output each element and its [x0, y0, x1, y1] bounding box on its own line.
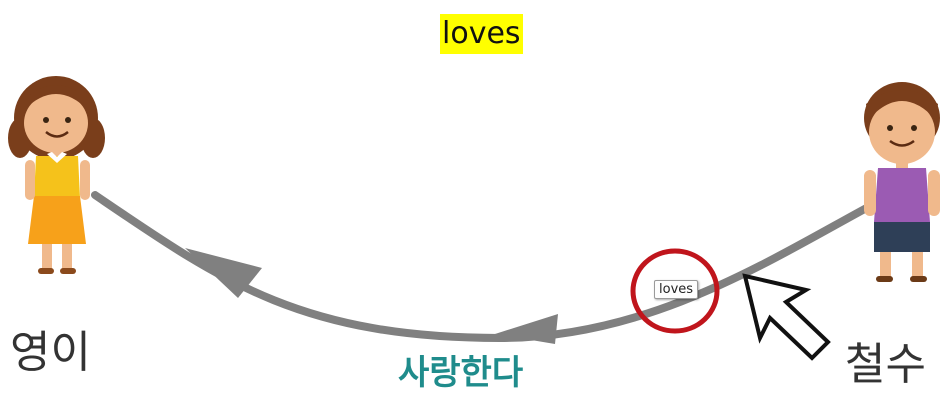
relation-curve [91, 191, 876, 343]
korean-verb-label: 사랑한다 [398, 353, 524, 393]
arrowhead-left [185, 248, 262, 298]
right-person-label: 철수 [845, 339, 926, 390]
arrowhead-middle [495, 314, 558, 344]
left-person-label: 영이 [10, 327, 91, 378]
tooltip-box: loves [654, 280, 699, 299]
cursor-arrow-icon [742, 273, 831, 361]
boy-figure [864, 82, 940, 282]
highlighted-word: loves [440, 14, 523, 54]
girl-figure [8, 76, 105, 274]
highlight-circle [630, 248, 720, 334]
